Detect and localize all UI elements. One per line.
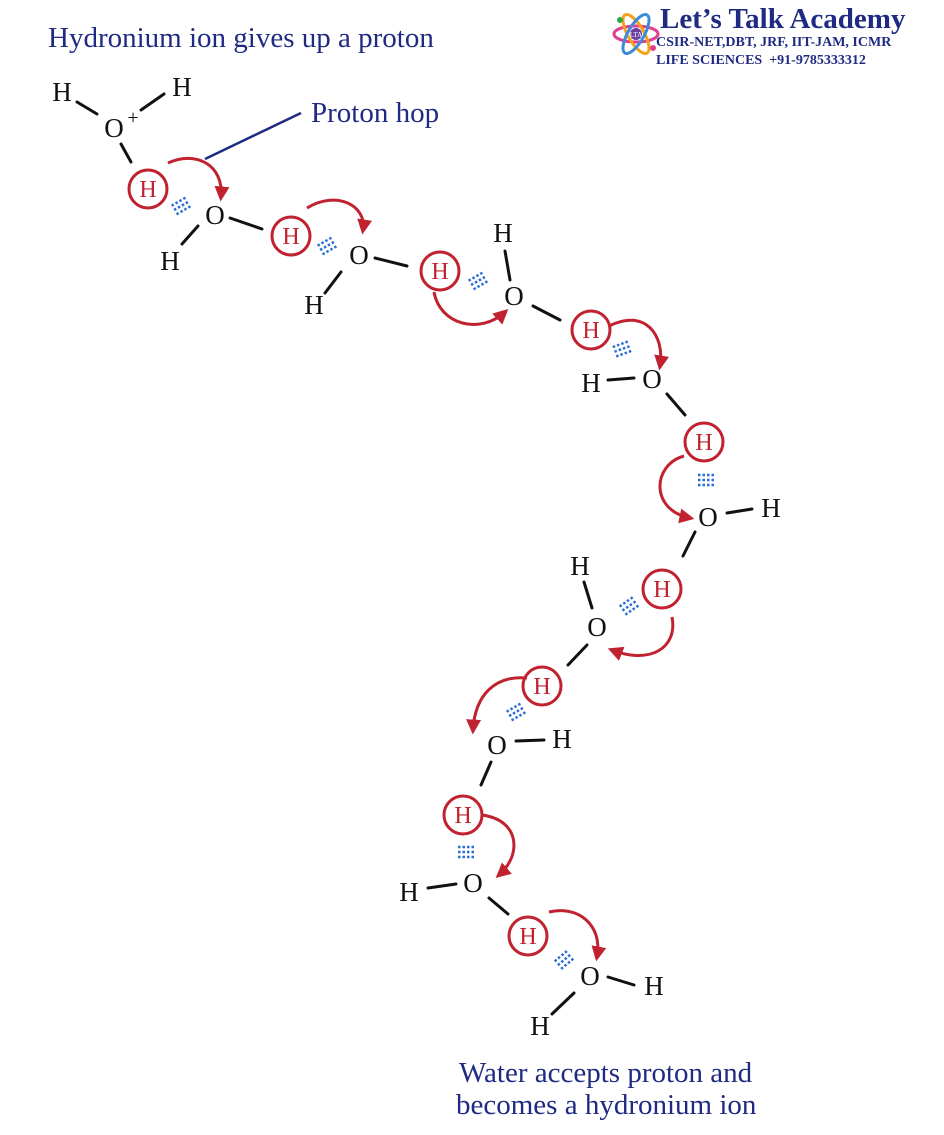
proton-labels: H H H H H H H H H: [139, 177, 712, 950]
hydrogen-bonds: [170, 196, 714, 970]
academy-logo-mark: LTA: [612, 13, 660, 55]
proton-1: [127, 168, 169, 210]
proton-label: H: [519, 924, 536, 950]
proton-8: [442, 794, 484, 836]
proton-2: [270, 215, 312, 257]
proton-9: [507, 915, 549, 957]
proton-label: H: [139, 177, 156, 203]
academy-phone: +91-9785333312: [769, 53, 866, 68]
proton-label: H: [582, 318, 599, 344]
proton-hop-arrows: [167, 156, 695, 962]
proton-circles: [127, 168, 725, 957]
hydrogen-atom: H: [552, 724, 572, 754]
oxygen-atom: O: [587, 612, 607, 642]
hydrogen-atom: H: [399, 877, 419, 907]
oxygen-atom: O: [580, 961, 600, 991]
proton-hop-label: Proton hop: [311, 97, 439, 129]
hydrogen-atom: H: [570, 551, 590, 581]
academy-subject: LIFE SCIENCES: [656, 53, 763, 68]
hydronium-oxygen-atom: O: [104, 113, 124, 143]
caption-line-2: becomes a hydronium ion: [456, 1089, 757, 1121]
academy-logo: Let’s Talk Academy CSIR-NET,DBT, JRF, II…: [656, 3, 944, 70]
covalent-bonds: [75, 92, 754, 1016]
proton-label: H: [533, 674, 550, 700]
positive-charge: +: [127, 107, 138, 129]
oxygen-atom: O: [205, 200, 225, 230]
hydrogen-atom: H: [761, 493, 781, 523]
academy-name: Let’s Talk Academy: [660, 3, 906, 35]
proton-label: H: [431, 259, 448, 285]
proton-5: [683, 421, 725, 463]
annotation-leader-line: [204, 111, 302, 161]
diagram-title: Hydronium ion gives up a proton: [48, 22, 434, 54]
logo-mark-text: LTA: [630, 31, 642, 39]
academy-contact: LIFE SCIENCES +91-9785333312: [656, 52, 944, 70]
proton-label: H: [454, 803, 471, 829]
hydrogen-atom: H: [530, 1011, 550, 1041]
hydrogen-atom: H: [493, 218, 513, 248]
hydrogen-atom: H: [172, 72, 192, 102]
oxygen-atom: O: [504, 281, 524, 311]
oxygen-atom: O: [349, 240, 369, 270]
oxygen-atom: O: [463, 868, 483, 898]
proton-label: H: [653, 577, 670, 603]
proton-6: [641, 568, 683, 610]
oxygen-atom: O: [698, 502, 718, 532]
caption-line-1: Water accepts proton and: [459, 1057, 753, 1089]
hydrogen-atom: H: [160, 246, 180, 276]
proton-4: [570, 309, 612, 351]
hydrogen-atom: H: [581, 368, 601, 398]
hydrogen-atom: H: [304, 290, 324, 320]
atoms: H H O + O H O H H O H O O H H O O H H O …: [52, 72, 781, 1041]
academy-exams: CSIR-NET,DBT, JRF, IIT-JAM, ICMR: [656, 35, 892, 50]
hydrogen-atom: H: [52, 77, 72, 107]
proton-7: [521, 665, 563, 707]
proton-3: [419, 250, 461, 292]
oxygen-atom: O: [642, 364, 662, 394]
proton-label: H: [282, 224, 299, 250]
oxygen-atom: O: [487, 730, 507, 760]
proton-label: H: [695, 430, 712, 456]
hydrogen-atom: H: [644, 971, 664, 1001]
